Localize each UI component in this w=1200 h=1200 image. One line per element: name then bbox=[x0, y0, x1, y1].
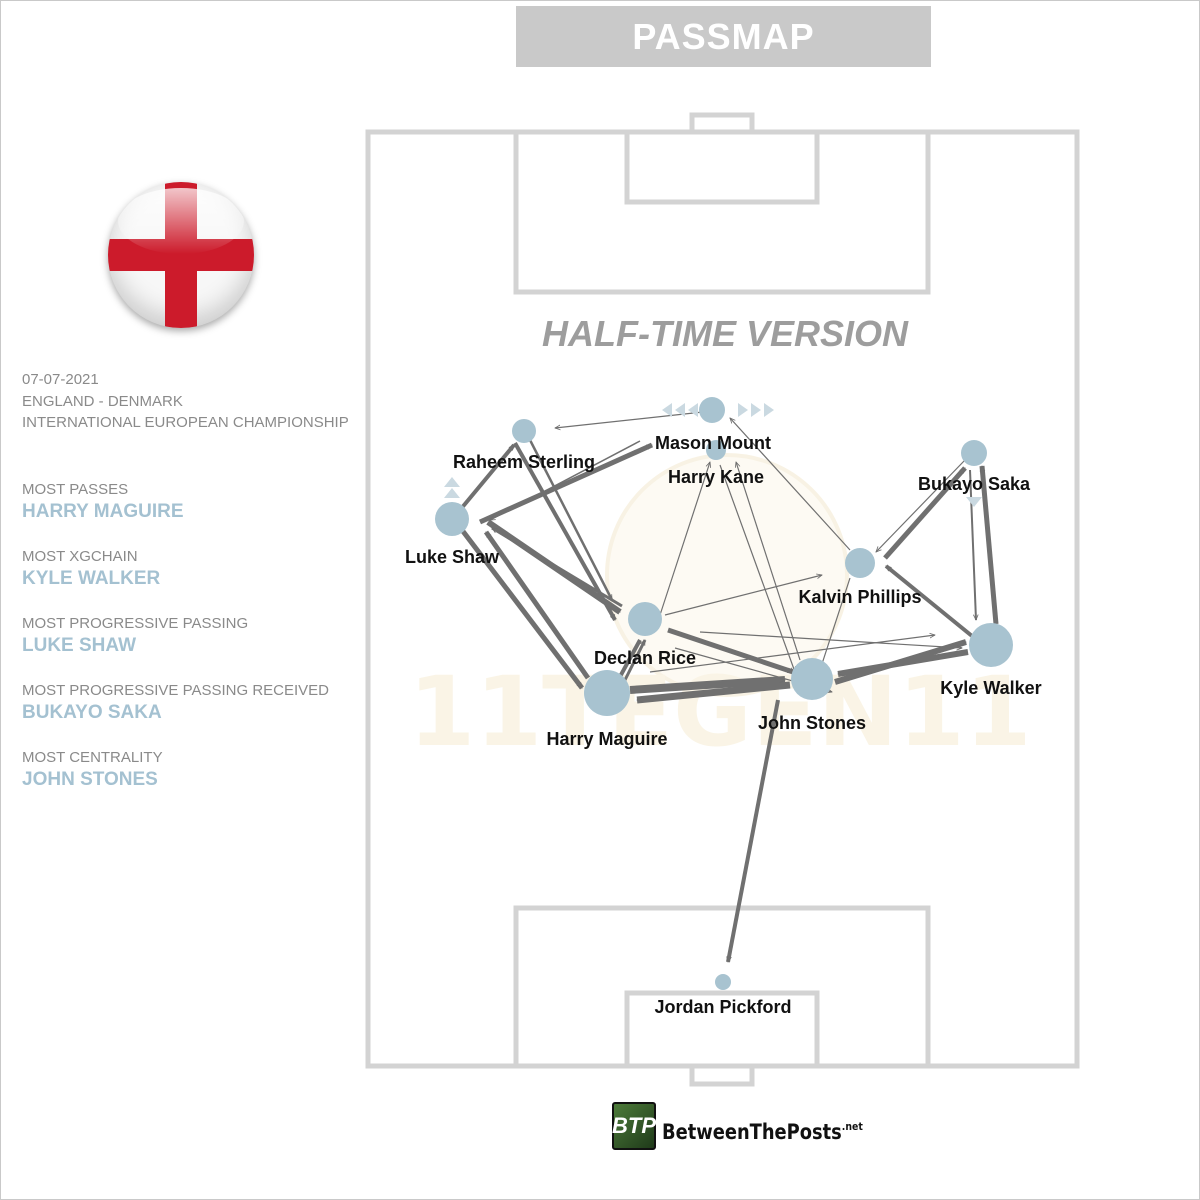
match-info: 07-07-2021 ENGLAND - DENMARK INTERNATION… bbox=[22, 369, 349, 434]
pass-phillips-saka bbox=[883, 466, 967, 560]
stat-label: MOST PROGRESSIVE PASSING RECEIVED bbox=[22, 682, 330, 699]
map-subtitle: HALF-TIME VERSION bbox=[542, 313, 909, 354]
logo-text: BetweenThePosts.net bbox=[662, 1120, 863, 1144]
pass-sterling-rice-b bbox=[528, 439, 614, 600]
logo-wordmark: BetweenThePosts bbox=[662, 1120, 842, 1144]
pass-saka-phillips bbox=[876, 459, 966, 552]
stat-most-passes: MOST PASSES HARRY MAGUIRE bbox=[22, 480, 329, 547]
pass-shaw-maguire bbox=[460, 528, 584, 690]
stat-label: MOST PROGRESSIVE PASSING bbox=[22, 615, 249, 632]
pass-rice-phillips bbox=[664, 575, 822, 616]
pass-saka-walker bbox=[969, 469, 976, 620]
match-fixture: ENGLAND - DENMARK bbox=[22, 392, 183, 410]
right-triangle-icon bbox=[751, 403, 761, 417]
match-competition: INTERNATIONAL EUROPEAN CHAMPIONSHIP bbox=[22, 414, 349, 431]
up-triangle-icon bbox=[444, 488, 460, 498]
direction-markers bbox=[444, 403, 982, 507]
pass-mount-sterling bbox=[555, 410, 713, 428]
pass-shaw-rice bbox=[486, 519, 622, 615]
page-title: PASSMAP bbox=[516, 6, 931, 67]
pass-lines bbox=[458, 410, 999, 962]
node-shaw bbox=[435, 502, 469, 536]
pass-rice-kane bbox=[659, 462, 710, 616]
pass-rice-stones bbox=[667, 627, 793, 675]
left-triangle-icon bbox=[662, 403, 672, 417]
stat-label: MOST XGCHAIN bbox=[22, 548, 138, 565]
label-sterling: Raheem Sterling bbox=[453, 452, 595, 472]
label-phillips: Kalvin Phillips bbox=[798, 587, 921, 607]
node-walker bbox=[969, 623, 1013, 667]
right-triangle-icon bbox=[764, 403, 774, 417]
pass-phillips-mount bbox=[730, 418, 851, 551]
label-kane: Harry Kane bbox=[668, 467, 764, 487]
pass-maguire-shaw bbox=[483, 530, 591, 680]
top-penalty-box bbox=[513, 129, 931, 295]
node-mount bbox=[699, 397, 725, 423]
top-goal bbox=[689, 112, 755, 135]
node-maguire bbox=[584, 670, 630, 716]
label-rice: Declan Rice bbox=[594, 648, 696, 668]
stat-value: JOHN STONES bbox=[22, 769, 158, 790]
logo-suffix: .net bbox=[841, 1120, 863, 1133]
pass-shaw-mount bbox=[478, 442, 654, 525]
node-pickford bbox=[715, 974, 731, 990]
label-pickford: Jordan Pickford bbox=[654, 997, 791, 1017]
pass-stones-kane bbox=[736, 462, 801, 661]
label-maguire: Harry Maguire bbox=[546, 729, 667, 749]
stat-label: MOST CENTRALITY bbox=[22, 749, 163, 766]
bottom-goal bbox=[689, 1063, 755, 1087]
up-triangle-icon bbox=[444, 477, 460, 487]
pass-phillips-stones bbox=[820, 577, 851, 670]
label-stones: John Stones bbox=[758, 713, 866, 733]
pass-shaw-sterling bbox=[458, 443, 516, 512]
stats-panel: MOST PASSES HARRY MAGUIRE MOST XGCHAIN K… bbox=[22, 480, 329, 815]
pass-walker-stones bbox=[838, 649, 969, 677]
label-shaw: Luke Shaw bbox=[405, 547, 500, 567]
stat-most-progressive-passing: MOST PROGRESSIVE PASSING LUKE SHAW bbox=[22, 614, 329, 681]
pass-mount-shaw bbox=[490, 440, 641, 521]
node-saka bbox=[961, 440, 987, 466]
pass-stones-maguire bbox=[637, 681, 791, 704]
player-labels: Raheem Sterling Mason Mount Harry Kane B… bbox=[405, 433, 1042, 1017]
node-phillips bbox=[845, 548, 875, 578]
stat-value: KYLE WALKER bbox=[22, 568, 161, 589]
watermark: 11TEGEN11 bbox=[409, 453, 1032, 768]
node-sterling bbox=[512, 419, 536, 443]
stat-most-xgchain: MOST XGCHAIN KYLE WALKER bbox=[22, 547, 329, 614]
pass-rice-shaw bbox=[492, 526, 623, 608]
top-six-yard-box bbox=[624, 129, 820, 205]
node-rice bbox=[628, 602, 662, 636]
pass-maguire-walker bbox=[649, 635, 935, 673]
pass-rice-walker bbox=[699, 631, 962, 648]
stat-value: BUKAYO SAKA bbox=[22, 702, 162, 723]
watermark-text: 11TEGEN11 bbox=[409, 656, 1032, 768]
left-triangle-icon bbox=[675, 403, 685, 417]
stat-label: MOST PASSES bbox=[22, 481, 129, 498]
pitch bbox=[365, 112, 1080, 1087]
node-kane bbox=[706, 440, 726, 460]
btp-logo: BTP BetweenThePosts.net bbox=[612, 1102, 898, 1150]
pass-maguire-stones bbox=[629, 676, 785, 694]
label-mount: Mason Mount bbox=[655, 433, 771, 453]
node-stones bbox=[791, 658, 833, 700]
stat-most-centrality: MOST CENTRALITY JOHN STONES bbox=[22, 748, 329, 815]
stat-value: LUKE SHAW bbox=[22, 635, 136, 656]
player-nodes bbox=[435, 397, 1013, 990]
england-flag-icon bbox=[108, 182, 254, 328]
pass-walker-saka bbox=[979, 466, 999, 625]
pass-stones-pickford bbox=[726, 699, 780, 962]
label-walker: Kyle Walker bbox=[940, 678, 1041, 698]
stat-most-progressive-received: MOST PROGRESSIVE PASSING RECEIVED BUKAYO… bbox=[22, 681, 329, 748]
logo-badge: BTP bbox=[612, 1102, 656, 1150]
label-saka: Bukayo Saka bbox=[918, 474, 1031, 494]
left-triangle-icon bbox=[688, 403, 698, 417]
pass-walker-phillips bbox=[884, 564, 974, 638]
down-triangle-icon bbox=[966, 497, 982, 507]
stat-value: HARRY MAGUIRE bbox=[22, 501, 184, 522]
match-date: 07-07-2021 bbox=[22, 371, 99, 388]
right-triangle-icon bbox=[738, 403, 748, 417]
